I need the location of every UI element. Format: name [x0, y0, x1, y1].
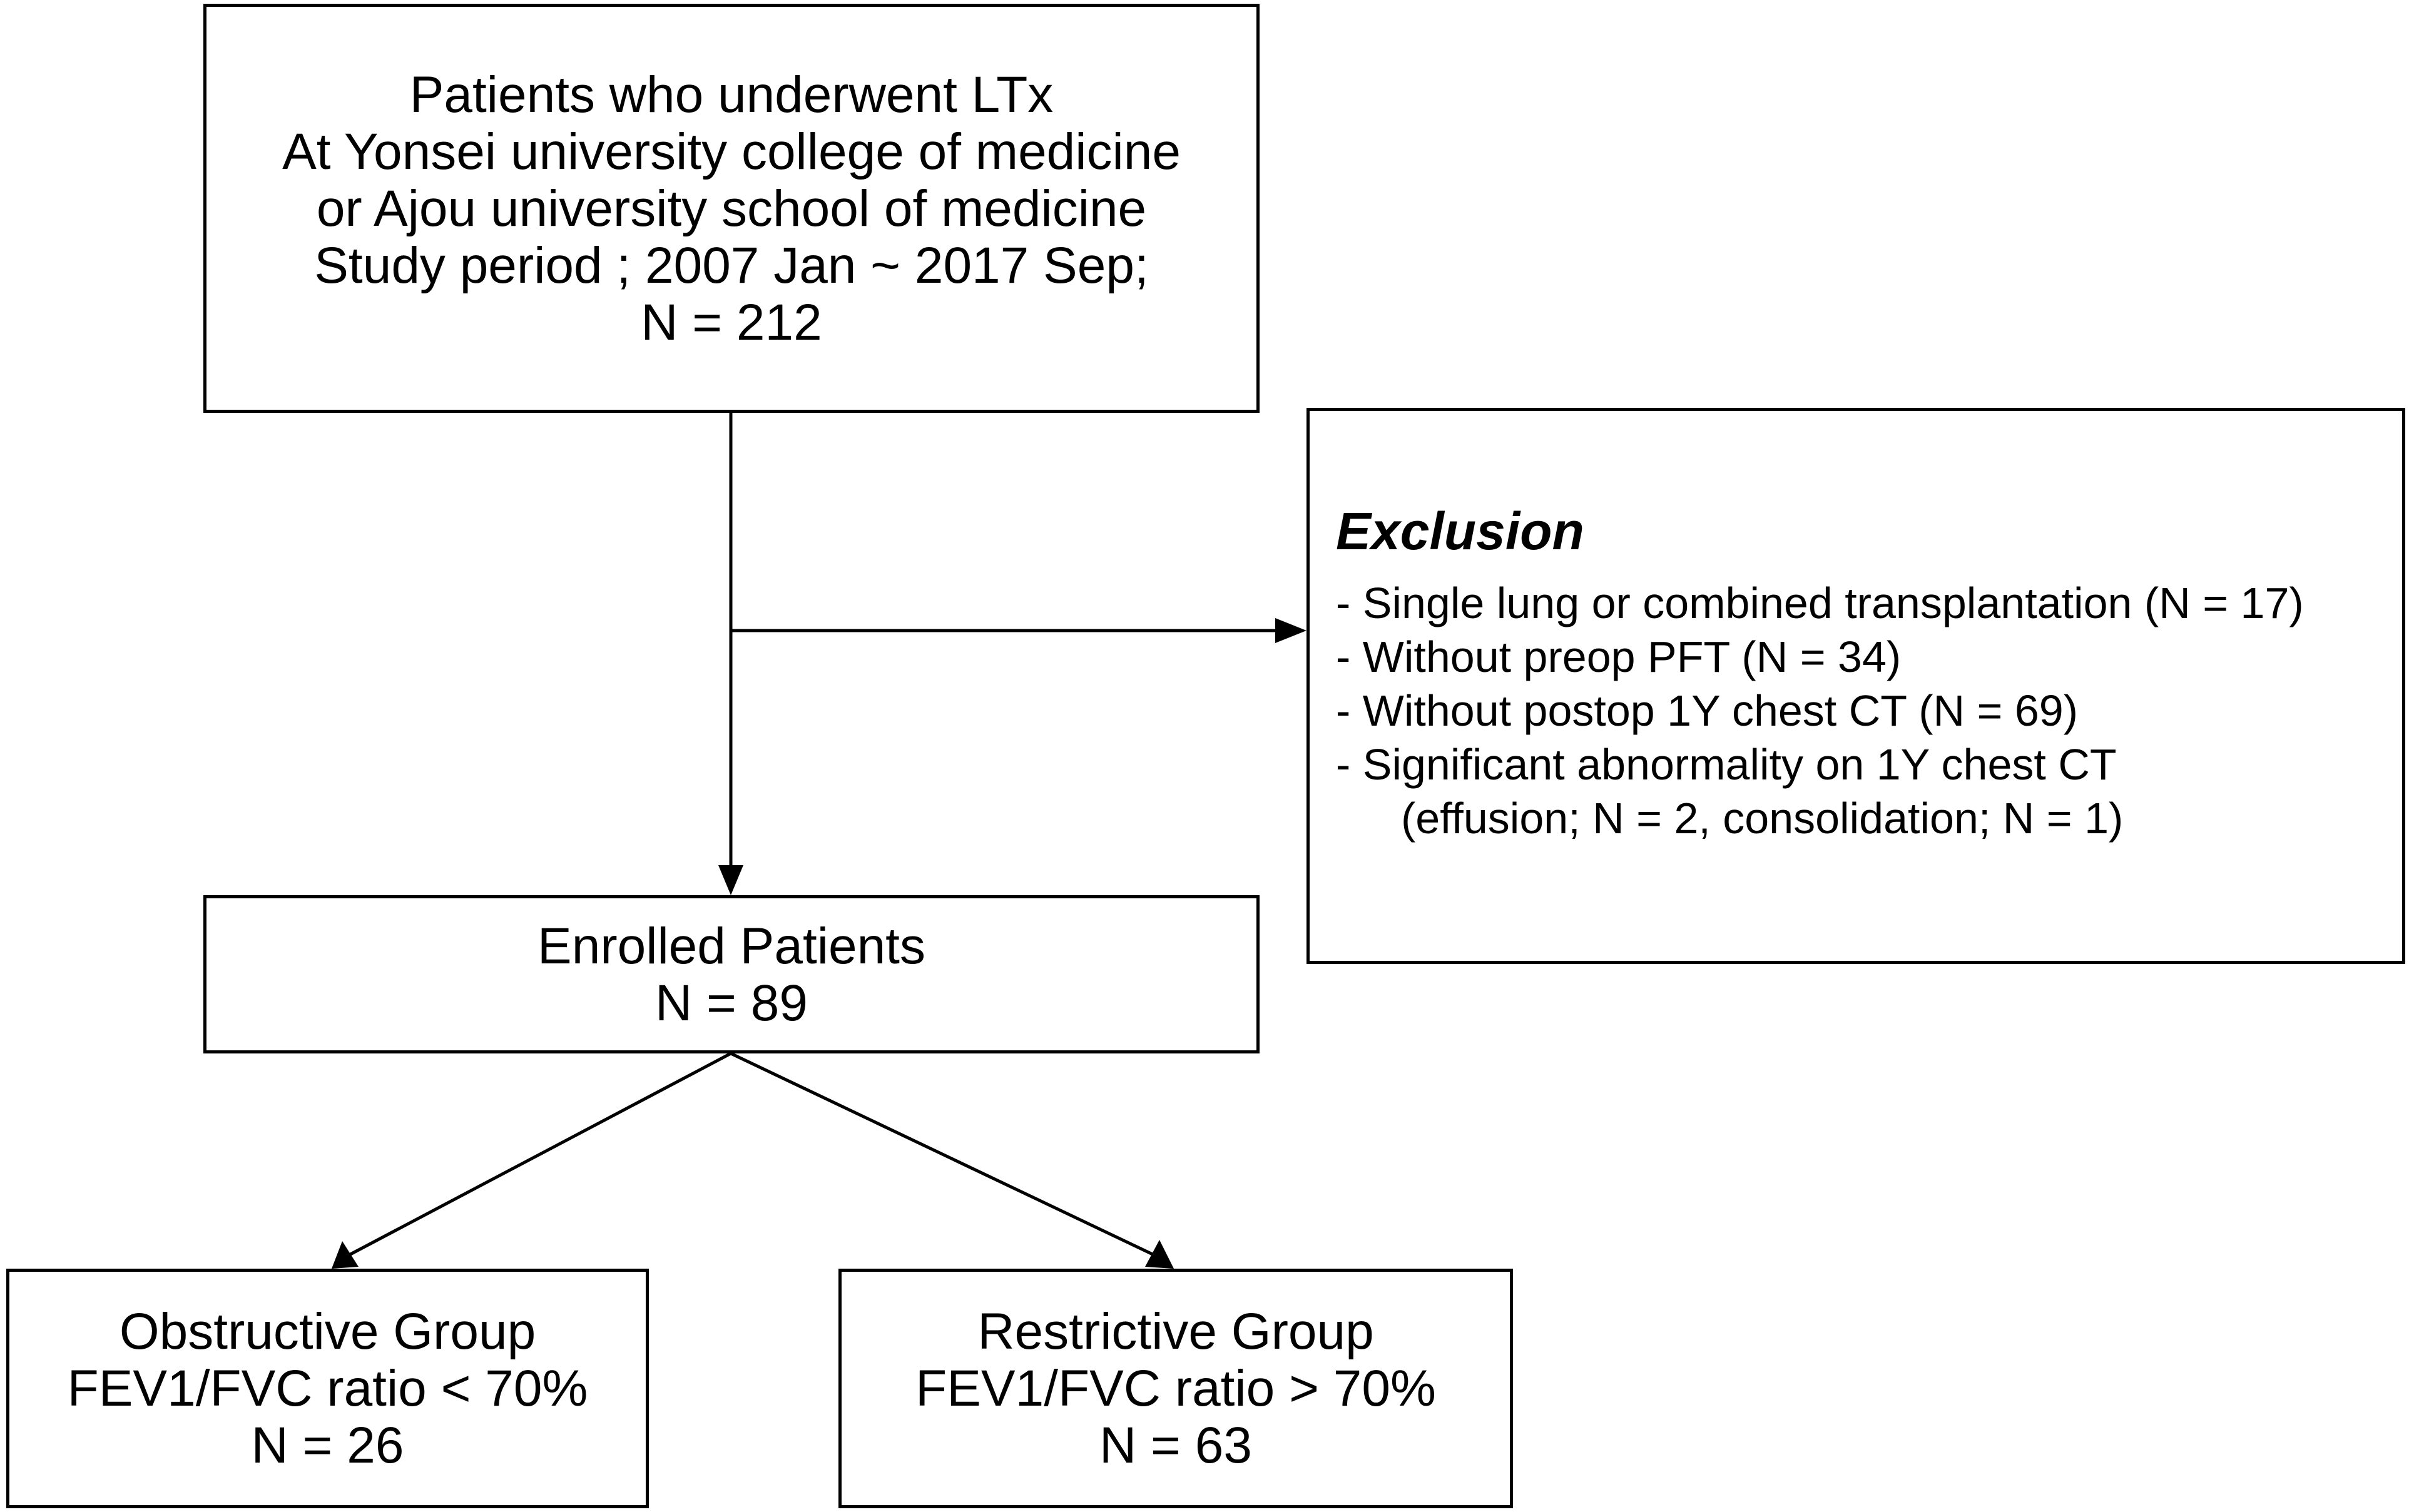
- restrictive-count: N = 63: [1099, 1417, 1252, 1474]
- connector-to-restrictive: [730, 1052, 1154, 1256]
- exclusion-item: - Without preop PFT (N = 34): [1336, 632, 1902, 681]
- source-population-box: Patients who underwent LTx At Yonsei uni…: [203, 4, 1260, 413]
- obstructive-count: N = 26: [251, 1417, 404, 1474]
- exclusion-title: Exclusion: [1336, 502, 1584, 561]
- enrolled-count: N = 89: [655, 974, 808, 1032]
- obstructive-group-box: Obstructive Group FEV1/FVC ratio < 70% N…: [6, 1269, 649, 1508]
- exclusion-item: - Without postop 1Y chest CT (N = 69): [1336, 686, 2079, 735]
- arrowhead-exclusion: [1275, 618, 1306, 643]
- source-line: Study period ; 2007 Jan ~ 2017 Sep;: [314, 236, 1149, 294]
- connector-to-obstructive: [349, 1052, 732, 1256]
- enrolled-label: Enrolled Patients: [537, 917, 925, 975]
- source-count: N = 212: [641, 293, 822, 351]
- enrolled-patients-box: Enrolled Patients N = 89: [203, 895, 1260, 1053]
- arrowhead-enrolled: [718, 865, 743, 895]
- exclusion-item: - Significant abnormality on 1Y chest CT: [1336, 740, 2117, 789]
- source-line: At Yonsei university college of medicine: [282, 123, 1181, 180]
- exclusion-box: Exclusion - Single lung or combined tran…: [1306, 408, 2405, 964]
- obstructive-label: Obstructive Group: [119, 1303, 536, 1360]
- restrictive-criterion: FEV1/FVC ratio > 70%: [915, 1360, 1436, 1417]
- exclusion-item: - Single lung or combined transplantatio…: [1336, 579, 2304, 627]
- source-line: Patients who underwent LTx: [409, 66, 1054, 123]
- restrictive-label: Restrictive Group: [977, 1303, 1374, 1360]
- source-line: or Ajou university school of medicine: [316, 180, 1147, 237]
- arrowhead-obstructive: [332, 1241, 359, 1269]
- arrowhead-restrictive: [1145, 1240, 1174, 1269]
- restrictive-group-box: Restrictive Group FEV1/FVC ratio > 70% N…: [838, 1269, 1513, 1508]
- obstructive-criterion: FEV1/FVC ratio < 70%: [67, 1360, 588, 1417]
- exclusion-sub-item: (effusion; N = 2, consolidation; N = 1): [1401, 794, 2124, 843]
